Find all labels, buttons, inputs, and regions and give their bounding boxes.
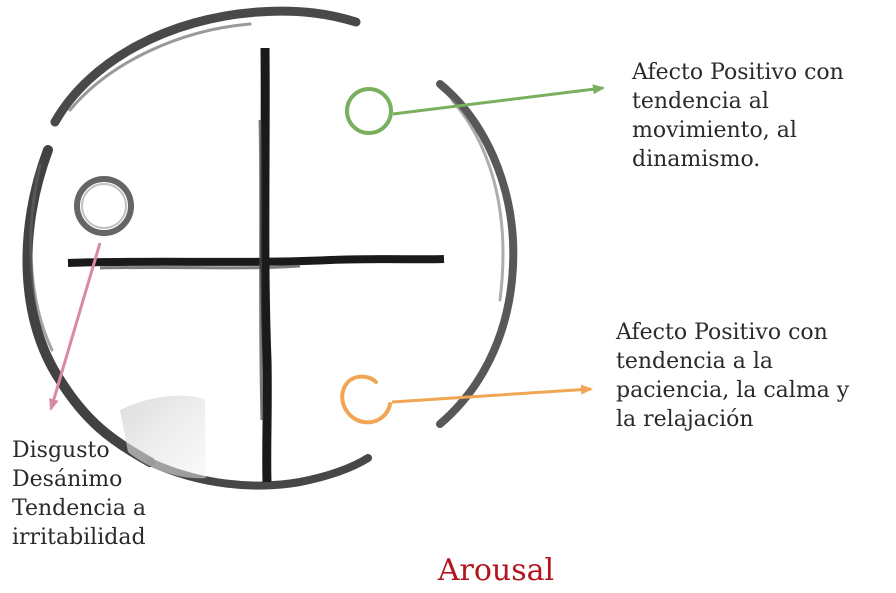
annotation-line: dinamismo. — [632, 147, 761, 172]
grey-ring-icon — [74, 176, 134, 236]
arrow-bottom-right — [391, 384, 593, 404]
brush-stroke-right — [436, 80, 518, 428]
annotation-line: Afecto Positivo con — [616, 320, 828, 345]
annotation-line: Tendencia a — [12, 496, 147, 521]
cross-axes — [67, 47, 445, 483]
annotation-line: Desánimo — [12, 467, 123, 492]
annotation-positive-calm: Afecto Positivo con tendencia a la pacie… — [616, 318, 849, 434]
arrow-top-right — [392, 84, 605, 116]
annotation-line: Disgusto — [12, 438, 110, 463]
annotation-line: Afecto Positivo con — [632, 60, 844, 85]
orange-open-ring-icon — [340, 374, 392, 425]
annotation-line: la relajación — [616, 407, 754, 432]
vertical-axis-texture — [258, 119, 264, 421]
green-ring-icon — [345, 87, 393, 135]
arrow-left — [49, 242, 102, 411]
horizontal-axis-texture — [99, 264, 301, 270]
annotation-line: tendencia a la — [616, 349, 774, 374]
vertical-axis — [260, 47, 272, 483]
annotation-line: movimiento, al — [632, 118, 797, 143]
paint-patch — [120, 395, 206, 479]
brush-stroke-top — [50, 6, 361, 127]
title-text: Arousal — [437, 553, 555, 588]
annotation-disgust: Disgusto Desánimo Tendencia a irritabili… — [12, 436, 146, 552]
brush-stroke-right-thin — [450, 98, 505, 302]
brush-stroke-top-inner — [68, 22, 252, 112]
diagram-title: Arousal — [0, 553, 896, 589]
brush-stroke-left-thin — [29, 163, 54, 352]
annotation-line: tendencia al — [632, 89, 769, 114]
annotation-positive-movement: Afecto Positivo con tendencia al movimie… — [632, 58, 844, 174]
horizontal-axis — [67, 255, 445, 267]
annotation-line: paciencia, la calma y — [616, 378, 850, 403]
annotation-line: irritabilidad — [12, 525, 146, 550]
